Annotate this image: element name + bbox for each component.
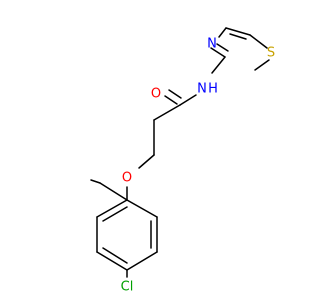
ring-nitrogen-label: N bbox=[207, 37, 217, 52]
bond-n3-c4 bbox=[218, 27, 227, 38]
bond-c2-n3-inner bbox=[216, 43, 229, 52]
ether-oxygen-label: O bbox=[122, 171, 132, 186]
amide-nitrogen-label: N bbox=[197, 82, 207, 97]
bond-c2-nh bbox=[211, 56, 226, 74]
bond-chain-1 bbox=[153, 104, 181, 121]
bond-chain-3 bbox=[138, 154, 155, 169]
molecule-structure: S N N H O O Cl bbox=[90, 27, 275, 295]
bond-c-o-double-b bbox=[168, 89, 182, 99]
bond-c-o-double-a bbox=[164, 95, 178, 105]
bond-c4-c5 bbox=[225, 27, 251, 36]
bonds bbox=[90, 27, 270, 278]
bond-nh-c bbox=[179, 94, 197, 106]
bond-methyl bbox=[99, 182, 128, 201]
sulfur-label: S bbox=[267, 46, 275, 61]
chlorine-label: Cl bbox=[121, 280, 134, 295]
bond-methyl-tip bbox=[90, 179, 101, 184]
bond-c5-s1 bbox=[249, 34, 268, 49]
bond-ar-6-1-inner bbox=[102, 206, 128, 222]
bond-ar-4-5 bbox=[96, 251, 128, 271]
bond-ar-6-1 bbox=[96, 199, 128, 218]
bond-c4-c5-inner bbox=[229, 33, 247, 40]
bond-c2-n3 bbox=[210, 47, 226, 58]
amide-hydrogen-label: H bbox=[208, 82, 218, 97]
bond-s1-c2 bbox=[254, 59, 270, 71]
bond-ar-3-4 bbox=[126, 251, 158, 271]
carbonyl-oxygen-label: O bbox=[151, 87, 161, 102]
bond-ar-4-5-inner bbox=[102, 247, 128, 264]
atom-labels: S N N H O O Cl bbox=[121, 37, 275, 295]
bond-ar-1-2 bbox=[126, 199, 158, 218]
